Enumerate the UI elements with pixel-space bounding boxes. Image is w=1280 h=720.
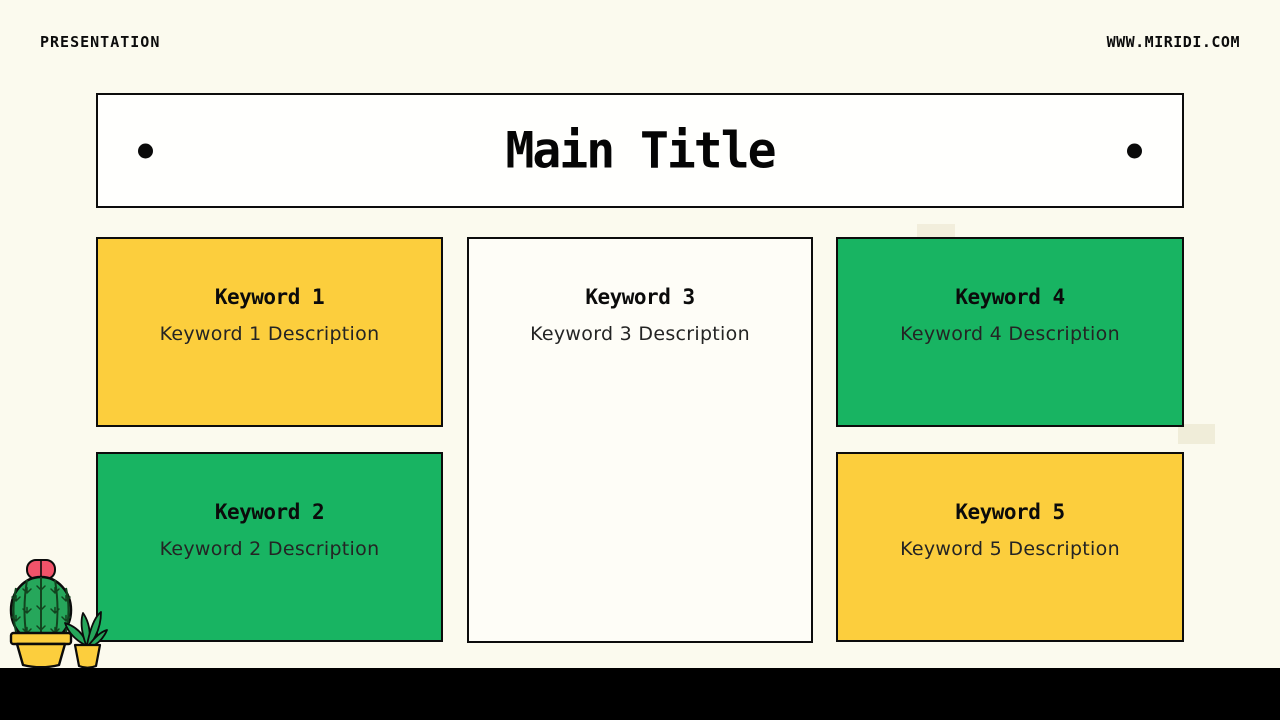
keyword-description: Keyword 4 Description	[900, 323, 1120, 345]
keyword-title: Keyword 4	[955, 285, 1065, 309]
cactus-illustration	[0, 553, 112, 670]
bullet-dot-right	[1127, 143, 1142, 158]
keyword-title: Keyword 3	[585, 285, 695, 309]
brand-label: PRESENTATION	[40, 33, 161, 51]
keyword-title: Keyword 1	[214, 285, 325, 309]
keyword-description: Keyword 1 Description	[159, 323, 380, 345]
bullet-dot-left	[138, 143, 153, 158]
decor-scrap-right	[1178, 424, 1215, 444]
keyword-title: Keyword 5	[955, 500, 1065, 524]
main-title-box: Main Title	[96, 93, 1184, 208]
potted-cactus-icon	[9, 559, 108, 669]
keyword-card-1: Keyword 1 Keyword 1 Description	[96, 237, 443, 427]
keyword-description: Keyword 5 Description	[900, 538, 1120, 560]
keyword-card-2: Keyword 2 Keyword 2 Description	[96, 452, 443, 642]
keyword-card-3: Keyword 3 Keyword 3 Description	[467, 237, 813, 643]
website-link[interactable]: WWW.MIRIDI.COM	[1106, 33, 1240, 51]
footer-bar	[0, 668, 1280, 720]
keyword-card-4: Keyword 4 Keyword 4 Description	[836, 237, 1184, 427]
page-title: Main Title	[505, 121, 777, 180]
keyword-title: Keyword 2	[214, 500, 325, 524]
keyword-description: Keyword 2 Description	[159, 538, 380, 560]
keyword-description: Keyword 3 Description	[530, 323, 750, 345]
decor-scrap-top	[917, 224, 955, 237]
keyword-card-5: Keyword 5 Keyword 5 Description	[836, 452, 1184, 642]
